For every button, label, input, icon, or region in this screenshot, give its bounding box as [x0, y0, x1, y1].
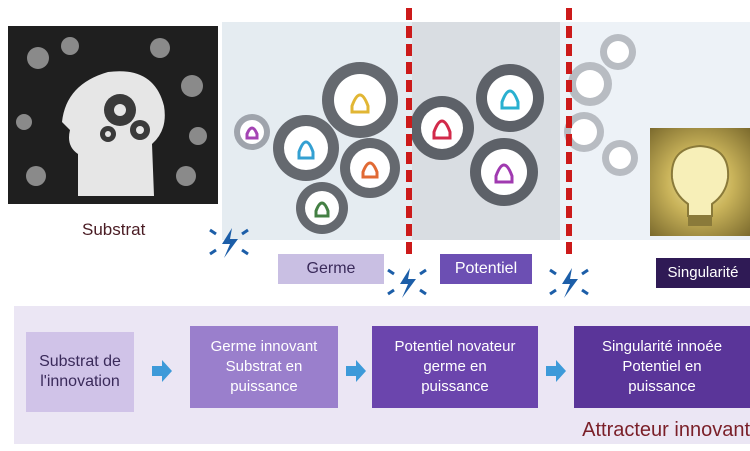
step-line: Substrat de [39, 353, 121, 370]
step-germe: Germe innovant Substrat en puissance [190, 326, 338, 408]
singularite-label: Singularité [656, 258, 750, 288]
step-line: puissance [421, 378, 489, 395]
step-singularite: Singularité innoée Potentiel en puissanc… [574, 326, 750, 408]
step-potentiel: Potentiel novateur germe en puissance [372, 326, 538, 408]
dashed-divider-potentiel-singularite [566, 8, 572, 254]
right-arrow-icon [152, 360, 172, 382]
lightning-spark-icon [549, 268, 589, 298]
step-line: Substrat en [225, 358, 303, 375]
lightning-spark-icon [209, 228, 249, 258]
step-line: Potentiel en [622, 358, 702, 375]
attracteur-label: Attracteur innovant [582, 419, 750, 441]
glowing-bulb-illustration [650, 128, 750, 236]
step-line: germe en [423, 358, 487, 375]
lightning-spark-icon [387, 268, 427, 298]
step-line: Singularité innoée [601, 338, 723, 355]
lightbulb-gears-illustration [410, 64, 544, 206]
head-gears-illustration [8, 26, 218, 204]
right-arrow-icon [546, 360, 566, 382]
step-line: puissance [628, 378, 696, 395]
lightbulb-gears-illustration [234, 62, 400, 234]
step-line: l'innovation [40, 373, 120, 390]
process-band: Substrat de l'innovation Germe innovant … [14, 306, 750, 444]
step-line: puissance [230, 378, 298, 395]
illustration-area: Substrat Germe Potentiel Singularité [8, 8, 750, 298]
step-substrat: Substrat de l'innovation [26, 332, 134, 412]
germe-label: Germe [278, 254, 384, 284]
step-line: Germe innovant [210, 338, 318, 355]
step-line: Potentiel novateur [394, 338, 516, 355]
dashed-divider-germe-potentiel [406, 8, 412, 254]
gears-panel-potentiel [410, 22, 560, 240]
substrat-caption: Substrat [82, 220, 146, 239]
right-arrow-icon [346, 360, 366, 382]
potentiel-label: Potentiel [440, 254, 532, 284]
lightbulb-gears-illustration [564, 34, 638, 176]
gears-panel-germe [222, 22, 412, 240]
